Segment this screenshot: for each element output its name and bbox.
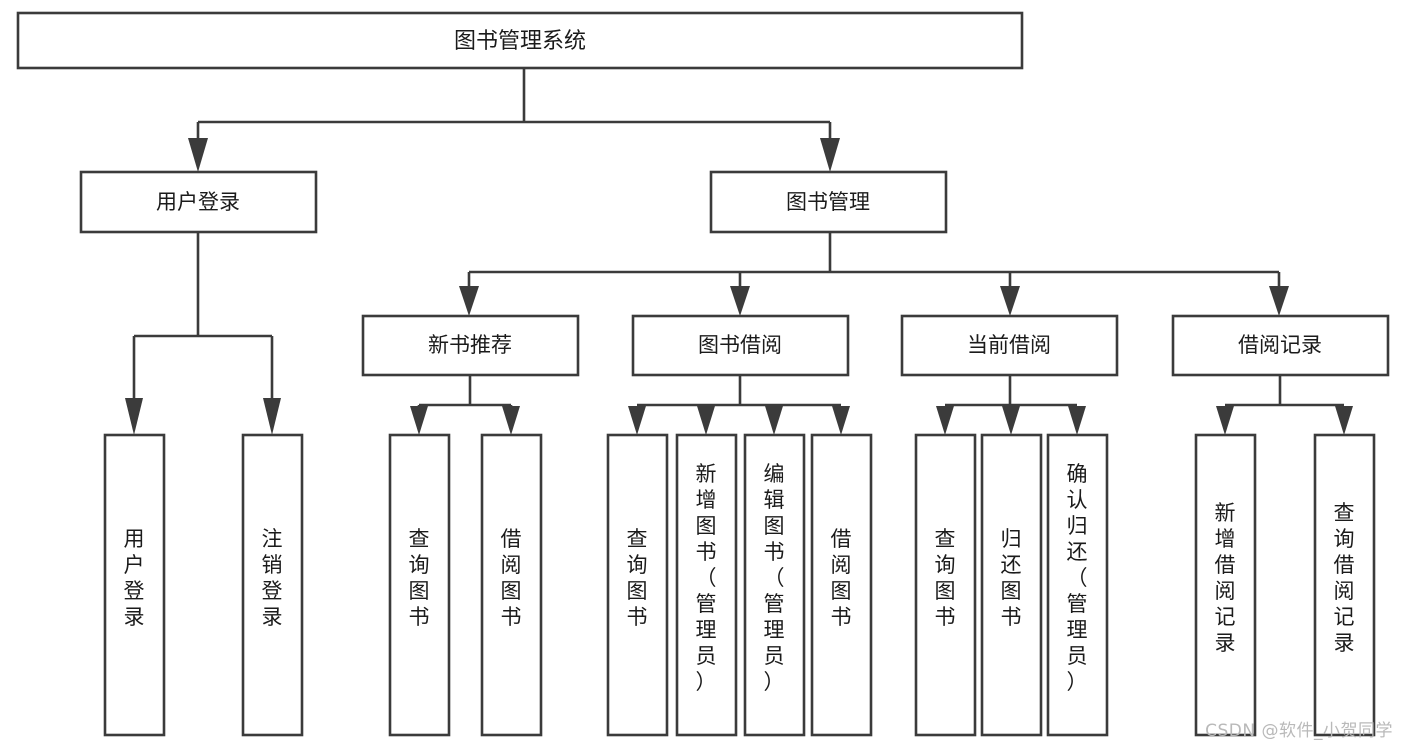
- node-user-login-box[interactable]: [79, 170, 318, 234]
- leaf-node[interactable]: 新增借阅记录: [1194, 433, 1257, 737]
- leaf-borrow-record-1-label: 新增借阅记录: [1215, 501, 1236, 655]
- leaf-book-borrow-1-label: 查询图书: [627, 527, 648, 629]
- arrow-icon-leaf-book-borrow-1: [628, 406, 646, 435]
- node-root-label: 图书管理系统: [454, 29, 586, 54]
- arrow-icon-leaf-book-borrow-3: [765, 406, 783, 435]
- leaf-new-book-1-label: 查询图书: [409, 527, 430, 629]
- arrow-icon-leaf-current-borrow-3: [1068, 406, 1086, 435]
- arrow-icon-leaf-borrow-record-1: [1216, 406, 1234, 435]
- leaf-new-book-2-label: 借阅图书: [501, 527, 522, 629]
- arrow-icon-new-book: [459, 286, 479, 316]
- leaf-current-borrow-2-box[interactable]: [980, 433, 1043, 737]
- connector-group: [125, 68, 1353, 435]
- leaf-node[interactable]: 确认归还（管理员）: [1046, 433, 1109, 737]
- arrow-icon-leaf-current-borrow-1: [936, 406, 954, 435]
- leaf-node[interactable]: 查询图书: [388, 433, 451, 737]
- leaf-current-borrow-3-box[interactable]: [1046, 433, 1109, 737]
- leaf-current-borrow-3-label: 确认归还（管理员）: [1067, 462, 1088, 694]
- leaf-current-borrow-1-box[interactable]: [914, 433, 977, 737]
- node-user-login[interactable]: 用户登录: [79, 170, 318, 234]
- leaf-book-borrow-4-label: 借阅图书: [831, 527, 852, 629]
- arrow-icon-leaf-new-book-1: [410, 406, 428, 435]
- leaf-current-borrow-1-label: 查询图书: [935, 527, 956, 629]
- arrow-icon-book-borrow: [730, 286, 750, 316]
- leaf-user-login-2-box[interactable]: [241, 433, 304, 737]
- leaf-borrow-record-2-label: 查询借阅记录: [1334, 501, 1355, 655]
- arrow-icon-leaf-user-login-2: [263, 398, 281, 435]
- leaf-node[interactable]: 查询借阅记录: [1313, 433, 1376, 737]
- leaf-new-book-1-box[interactable]: [388, 433, 451, 737]
- leaf-node[interactable]: 借阅图书: [810, 433, 873, 737]
- node-new-book-recommend-label: 新书推荐: [428, 333, 512, 357]
- node-book-borrow-label: 图书借阅: [698, 333, 782, 357]
- leaf-book-borrow-4-box[interactable]: [810, 433, 873, 737]
- arrow-icon-book-mgmt: [820, 138, 840, 172]
- node-user-login-label: 用户登录: [156, 190, 240, 214]
- arrow-icon-leaf-book-borrow-2: [697, 406, 715, 435]
- node-book-management[interactable]: 图书管理: [709, 170, 948, 234]
- leaf-node[interactable]: 编辑图书（管理员）: [743, 433, 806, 737]
- leaf-borrow-record-2-box[interactable]: [1313, 433, 1376, 737]
- leaf-node[interactable]: 查询图书: [914, 433, 977, 737]
- node-current-borrow-label: 当前借阅: [967, 333, 1051, 357]
- arrow-icon-leaf-borrow-record-2: [1335, 406, 1353, 435]
- arrow-icon-user-login: [188, 138, 208, 172]
- leaf-user-login-2-label: 注销登录: [262, 527, 283, 629]
- node-borrow-record-label: 借阅记录: [1238, 333, 1322, 357]
- leaf-book-borrow-3-label: 编辑图书（管理员）: [764, 462, 785, 694]
- leaf-new-book-2-box[interactable]: [480, 433, 543, 737]
- leaf-user-login-1-label: 用户登录: [124, 527, 145, 629]
- node-book-borrow[interactable]: 图书借阅: [631, 314, 850, 377]
- leaf-node[interactable]: 注销登录: [241, 433, 304, 737]
- node-borrow-record[interactable]: 借阅记录: [1171, 314, 1390, 377]
- leaf-node[interactable]: 新增图书（管理员）: [675, 433, 738, 737]
- leaf-book-borrow-2-label: 新增图书（管理员）: [696, 462, 717, 694]
- leaf-node[interactable]: 归还图书: [980, 433, 1043, 737]
- leaf-node[interactable]: 查询图书: [606, 433, 669, 737]
- leaf-current-borrow-2-label: 归还图书: [1001, 527, 1022, 629]
- leaf-node[interactable]: 用户登录: [103, 433, 166, 737]
- leaf-book-borrow-1-box[interactable]: [606, 433, 669, 737]
- leaf-book-borrow-3-box[interactable]: [743, 433, 806, 737]
- node-new-book-recommend[interactable]: 新书推荐: [361, 314, 580, 377]
- arrow-icon-leaf-user-login-1: [125, 398, 143, 435]
- node-root[interactable]: 图书管理系统: [16, 11, 1024, 70]
- leaf-book-borrow-2-box[interactable]: [675, 433, 738, 737]
- node-book-borrow-box[interactable]: [631, 314, 850, 377]
- node-current-borrow[interactable]: 当前借阅: [900, 314, 1119, 377]
- node-root-box[interactable]: [16, 11, 1024, 70]
- arrow-icon-borrow-record: [1269, 286, 1289, 316]
- node-book-management-box[interactable]: [709, 170, 948, 234]
- node-current-borrow-box[interactable]: [900, 314, 1119, 377]
- leaf-borrow-record-1-box[interactable]: [1194, 433, 1257, 737]
- arrow-icon-leaf-current-borrow-2: [1002, 406, 1020, 435]
- arrow-icon-leaf-new-book-2: [502, 406, 520, 435]
- node-new-book-recommend-box[interactable]: [361, 314, 580, 377]
- node-borrow-record-box[interactable]: [1171, 314, 1390, 377]
- arrow-icon-leaf-book-borrow-4: [832, 406, 850, 435]
- leaf-node[interactable]: 借阅图书: [480, 433, 543, 737]
- leaf-user-login-1-box[interactable]: [103, 433, 166, 737]
- arrow-icon-current-borrow: [1000, 286, 1020, 316]
- node-book-management-label: 图书管理: [786, 190, 870, 214]
